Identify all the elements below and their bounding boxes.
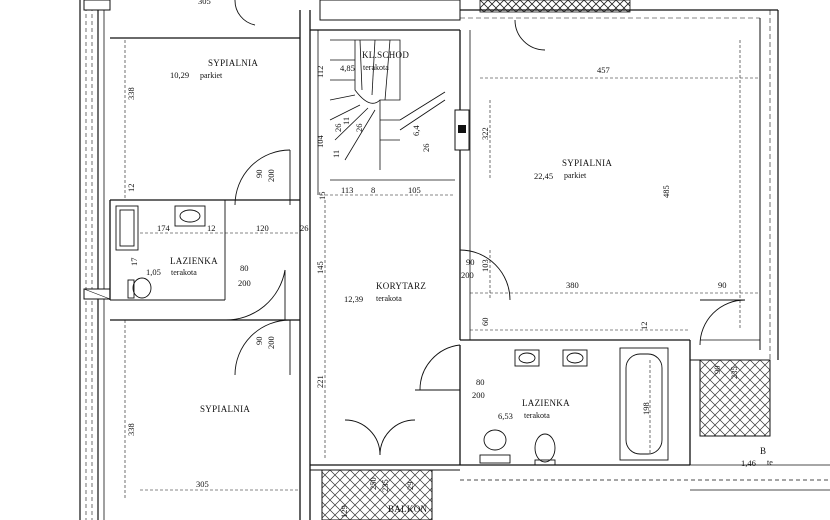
stair-dim-26c: 26 [421,143,431,153]
bedroom-top-right-90: 90 [718,280,727,290]
balcony-right-floor: te [767,458,773,467]
bedroom-top-left-height: 338 [126,87,136,100]
doors [224,0,746,456]
hall-dim-12: 12 [207,223,216,233]
door-c-height: 200 [461,270,474,280]
stair-area: 4,85 [340,63,355,73]
bedroom-bottom-left-name: SYPIALNIA [200,404,251,414]
hall-dim-174: 174 [157,223,170,233]
hall-dim-105: 105 [408,185,421,195]
bathroom-small-area: 1,05 [146,267,161,277]
bedroom-top-right-380: 380 [566,280,579,290]
corridor-dim-221: 221 [315,375,325,388]
fixtures [115,205,669,466]
top-width-label: 305 [198,0,211,6]
bedroom-top-right-name: SYPIALNIA [562,158,613,168]
door-d-width: 90 [712,365,722,375]
balcony-right-name: B [760,446,767,456]
stair-dim-6-4: 6,4 [411,125,421,136]
bedroom-top-right-area: 22,45 [534,171,554,181]
corridor-dim-145: 145 [315,261,325,274]
bedroom-bottom-left-height: 338 [126,423,136,436]
bathroom-big-198: 198 [641,402,651,415]
bathroom-big-door-height: 200 [472,390,485,400]
hall-dim-26: 26 [300,223,309,233]
bedroom-top-right-60: 60 [480,317,490,327]
balcony-dim-235: 235 [380,479,390,492]
bathroom-small-door-height: 200 [238,278,251,288]
hall-dim-120: 120 [256,223,269,233]
bottom-balcony-hatch [321,469,433,520]
door-d-height: 235 [729,366,739,379]
bedroom-top-left-floor: parkiet [200,71,223,80]
door-c-width: 90 [466,257,475,267]
balcony-name: BALKON [388,504,428,514]
stair-dim-112: 112 [315,65,325,78]
door-b-height: 200 [266,336,276,349]
bathroom-small-floor: terakota [171,268,197,277]
door-a-width: 90 [254,169,264,179]
stair-dim-11a: 11 [331,149,341,158]
balcony-dim-250: 250 [368,477,378,490]
right-outer-wall [460,9,779,360]
hall-dim-8: 8 [371,185,376,195]
stair-dim-26b: 26 [354,123,364,133]
bathroom-big-door-width: 80 [476,377,485,387]
stair-dim-104: 104 [315,135,325,148]
corridor-name: KORYTARZ [376,281,427,291]
bedroom-top-right-height: 485 [661,185,671,198]
staircase [329,39,455,181]
balcony-right-area: 1,46 [741,458,756,468]
bedroom-top-left-area: 10,29 [170,70,190,80]
corridor-floor: terakota [376,294,402,303]
bathroom-small-name: LAZIENKA [170,256,218,266]
hall-dim-17: 17 [129,257,139,267]
stair-floor: terakota [363,63,389,72]
door-b-width: 90 [254,336,264,346]
bedroom-top-right-12: 12 [639,321,649,331]
bedroom-top-right-width: 457 [597,65,610,75]
bathroom-big-area: 6,53 [498,411,513,421]
bedroom-top-left-name: SYPIALNIA [208,58,259,68]
top-window-hatch [479,0,631,13]
bathroom-big-floor: terakota [524,411,550,420]
stair-name: KL.SCHOD [362,50,410,60]
balcony-dim-129: 129 [339,505,349,518]
bathroom-small-door-width: 80 [240,263,249,273]
dimension-lines [124,40,760,500]
door-a-height: 200 [266,169,276,182]
bedroom-top-right-322: 322 [480,127,490,140]
corridor-area: 12,39 [344,294,364,304]
bathroom-big-name: LAZIENKA [522,398,570,408]
hall-dim-15: 15 [317,191,327,201]
bedroom-top-right-floor: parkiet [564,171,587,180]
balcony-dim-29: 29 [405,481,415,491]
stair-dim-11b: 11 [341,116,351,125]
left-outer-wall [79,0,111,520]
door-c-103: 103 [480,259,490,272]
hall-dim-113: 113 [341,185,354,195]
bedroom-top-left-wall: 12 [126,183,136,193]
right-balcony-hatch [699,359,771,437]
bedroom-bottom-left-width: 305 [196,479,209,489]
